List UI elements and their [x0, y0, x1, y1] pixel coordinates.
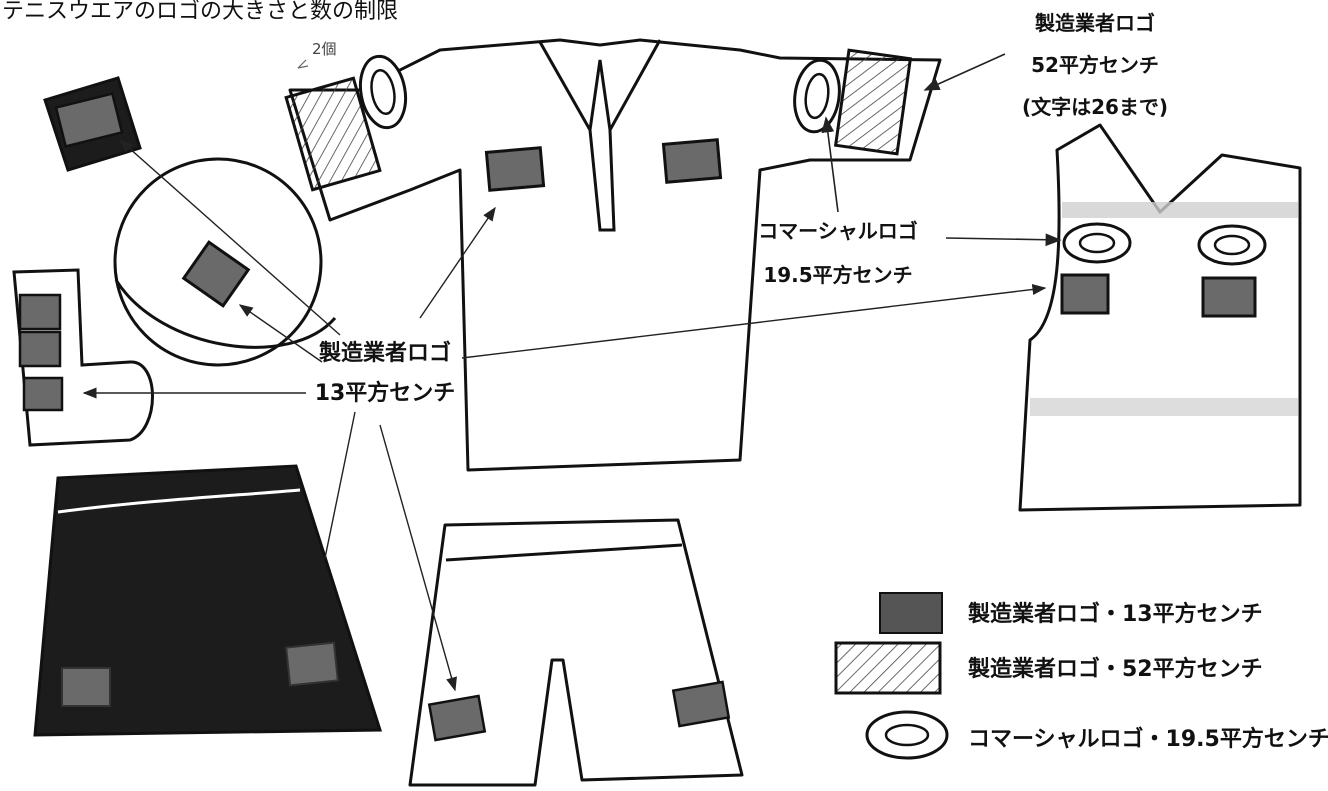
- note-tick-mark: [297, 59, 309, 69]
- label-commercial-line1: コマーシャルロゴ: [758, 219, 918, 243]
- arrow-13-to-wristband: [118, 139, 341, 336]
- cap-logo: [181, 240, 251, 308]
- arrow-52-to-sleeve: [923, 53, 1006, 91]
- label-13-line1: 製造業者ロゴ: [318, 340, 451, 366]
- legend-text-2: 製造業者ロゴ・52平方センチ: [967, 656, 1263, 682]
- wristband: [43, 76, 142, 172]
- commercial-logo-top-left: [1062, 222, 1132, 264]
- sleeve-logo-left: [284, 76, 382, 192]
- legend-swatch-ellipse: [865, 710, 949, 760]
- legend: 製造業者ロゴ・13平方センチ 製造業者ロゴ・52平方センチ コマーシャルロゴ・1…: [834, 592, 1328, 760]
- label-52-line1: 製造業者ロゴ: [1035, 11, 1155, 35]
- chest-logo-left: [484, 146, 546, 192]
- label-52-line3: (文字は26まで): [1022, 95, 1168, 119]
- legend-swatch-solid: [879, 592, 943, 634]
- arrow-13-to-shirt: [419, 206, 496, 319]
- stripe-bottom: [1030, 398, 1298, 416]
- arrow-13-to-shorts: [379, 424, 457, 692]
- polo-shirt: [284, 38, 942, 472]
- arrow-commercial-to-sleeve: [821, 116, 839, 213]
- arrow-commercial-to-top: [945, 233, 1062, 247]
- shorts: [408, 518, 744, 787]
- commercial-logo-right-sleeve: [793, 58, 841, 134]
- legend-text-1: 製造業者ロゴ・13平方センチ: [967, 601, 1263, 627]
- label-52-line2: 52平方センチ: [1031, 53, 1159, 77]
- legend-text-3: コマーシャルロゴ・19.5平方センチ: [968, 726, 1328, 752]
- label-manufacturer-52: 製造業者ロゴ 52平方センチ (文字は26まで): [1022, 11, 1168, 119]
- label-manufacturer-13: 製造業者ロゴ 13平方センチ: [315, 340, 456, 406]
- legend-swatch-hatched: [834, 641, 942, 695]
- commercial-logo-top-right: [1197, 224, 1267, 266]
- diagram-title: テニスウエアのロゴの大きさと数の制限: [2, 0, 398, 24]
- arrow-13-to-skirt: [324, 411, 356, 559]
- chest-logo-right: [661, 138, 723, 184]
- label-commercial-line2: 19.5平方センチ: [763, 263, 912, 287]
- commercial-logo-left-sleeve: [358, 54, 408, 130]
- shorts-logo-right: [671, 680, 731, 728]
- sock: [12, 268, 154, 447]
- sleeveless-top: [1018, 123, 1302, 512]
- cap: [113, 157, 337, 367]
- skirt: [33, 464, 383, 737]
- label-13-line2: 13平方センチ: [315, 380, 456, 406]
- sleeve-logo-right: [833, 48, 913, 156]
- handwritten-note: 2個: [312, 40, 337, 58]
- arrow-13-to-cap: [238, 304, 323, 363]
- arrow-13-to-top: [461, 283, 1047, 359]
- shorts-logo-left: [427, 694, 487, 742]
- label-commercial: コマーシャルロゴ 19.5平方センチ: [758, 219, 918, 287]
- stripe-top: [1062, 202, 1298, 218]
